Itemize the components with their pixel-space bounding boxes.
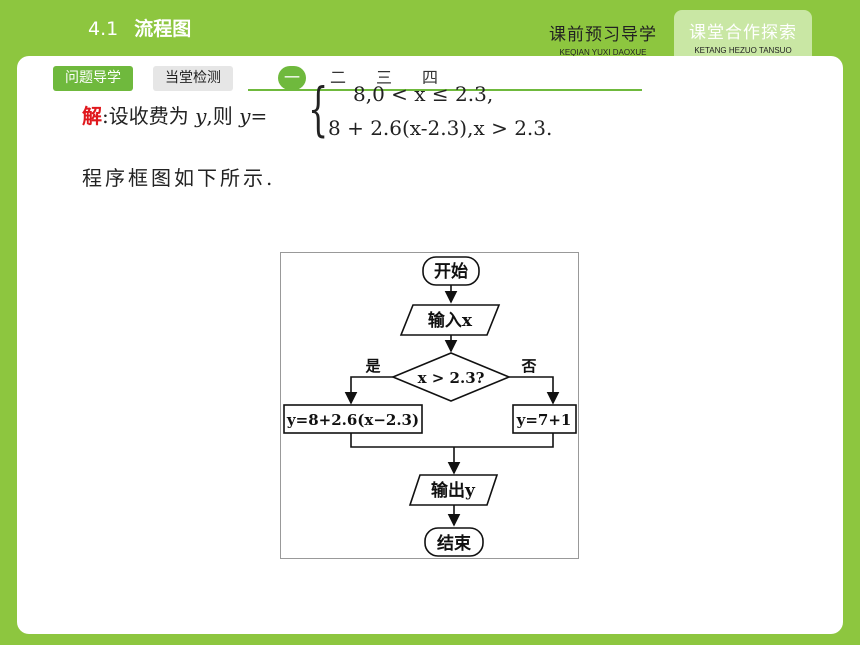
flow-edge-merge-left [350, 433, 554, 448]
step-2[interactable]: 二 [329, 68, 346, 87]
flow-no-label: 否 [520, 357, 536, 375]
tab-problem-guide[interactable]: 问题导学 [53, 66, 133, 91]
piecewise-case-1: 8,0 < x ≤ 2.3, [353, 82, 494, 106]
flow-yes-label: 是 [364, 357, 381, 375]
nav-tab-explore-label: 课堂合作探索 [689, 23, 797, 43]
solution-line-2: 程序框图如下所示. [82, 166, 276, 190]
flow-output-label: 输出y [431, 480, 476, 501]
flow-end-label: 结束 [437, 533, 471, 554]
flow-decision-label: x > 2.3? [418, 369, 485, 387]
step-3[interactable]: 三 [375, 68, 392, 87]
solution-line-1: 解:设收费为 y,则 y= [82, 100, 267, 129]
solution-intro: :设收费为 [102, 104, 196, 128]
solution-var-y: y [195, 104, 207, 128]
flow-start-label: 开始 [434, 261, 468, 282]
flow-edge-no [509, 376, 560, 405]
piecewise-brace: { [308, 75, 329, 143]
solution-then: ,则 [206, 104, 240, 128]
solution-y-eq: y= [239, 104, 268, 128]
section-number: 4.1 [88, 18, 119, 40]
flow-decision-node [390, 352, 512, 402]
flow-output-node [408, 474, 499, 506]
flowchart-svg: 开始 输入x x > 2.3? 是 否 y=8+2.6(x−2.3) y=7+1… [283, 256, 577, 557]
section-name: 流程图 [134, 18, 192, 40]
section-title: 4.1 流程图 [88, 14, 191, 41]
tab-underline [248, 89, 642, 91]
flow-end-node [424, 527, 484, 557]
flowchart: 开始 输入x x > 2.3? 是 否 y=8+2.6(x−2.3) y=7+1… [280, 252, 579, 559]
flow-no-process-node [512, 404, 577, 434]
step-1[interactable]: 一 [278, 66, 306, 90]
flow-no-process-label: y=7+1 [516, 411, 572, 429]
top-bar: 4.1 流程图 课前预习导学 KEQIAN YUXI DAOXUE 课堂合作探索 … [0, 0, 860, 57]
flow-input-node [399, 304, 501, 336]
flow-yes-process-node [283, 404, 423, 434]
flow-input-label: 输入x [428, 310, 473, 331]
nav-tab-preview-label: 课前预习导学 [549, 25, 657, 45]
solution-label: 解 [82, 104, 102, 128]
step-4[interactable]: 四 [421, 68, 438, 87]
nav-tab-explore-sublabel: KETANG HEZUO TANSUO [694, 46, 792, 55]
nav-tab-preview-sublabel: KEQIAN YUXI DAOXUE [559, 48, 647, 57]
flow-yes-process-label: y=8+2.6(x−2.3) [286, 411, 419, 429]
nav-tab-preview[interactable]: 课前预习导学 KEQIAN YUXI DAOXUE [540, 14, 666, 57]
piecewise-case-2: 8 + 2.6(x-2.3),x > 2.3. [328, 116, 553, 140]
tab-class-test[interactable]: 当堂检测 [153, 66, 233, 91]
flow-edge-yes [344, 376, 393, 405]
nav-tab-explore[interactable]: 课堂合作探索 KETANG HEZUO TANSUO [674, 10, 812, 56]
